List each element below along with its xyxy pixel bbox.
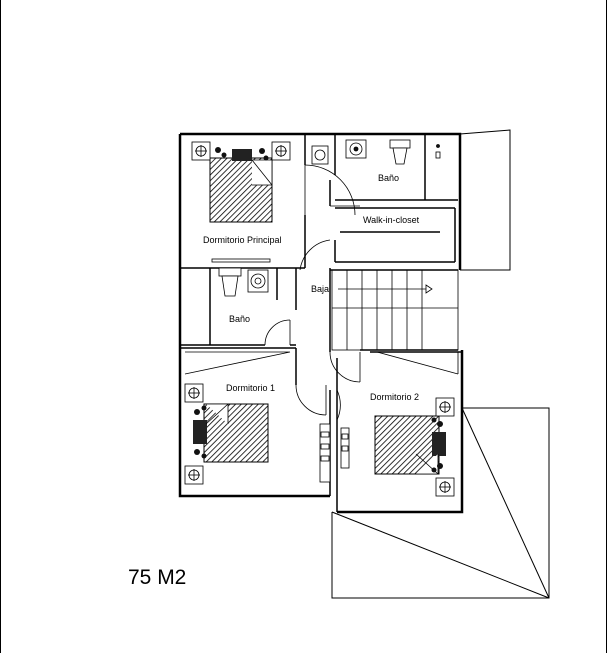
lower-terrace [331, 407, 550, 599]
master-nightstands [191, 141, 291, 161]
bedroom-2-lamps [431, 417, 443, 473]
label-bath-upper: Baño [378, 173, 399, 183]
bedroom-1-bed [193, 403, 269, 463]
bedroom-1-lamps [194, 405, 207, 459]
label-walk-in-closet: Walk-in-closet [363, 215, 420, 225]
wardrobes [184, 133, 459, 375]
upper-terrace [459, 129, 511, 271]
total-area: 75 M2 [128, 566, 186, 589]
stairs [331, 269, 459, 351]
label-master-bedroom: Dormitorio Principal [203, 235, 282, 245]
bedroom-2-nightstands [435, 397, 455, 497]
middle-bath-fixtures [218, 267, 269, 297]
label-stairs-down: Baja [311, 284, 329, 294]
bedroom-1-nightstands [184, 383, 204, 485]
label-bath-middle: Baño [229, 314, 250, 324]
label-bedroom-2: Dormitorio 2 [370, 392, 419, 402]
bedroom-1-desk [319, 423, 350, 483]
label-bedroom-1: Dormitorio 1 [226, 383, 275, 393]
master-lamps [215, 147, 269, 161]
master-window [211, 258, 271, 263]
upper-bath-fixtures [311, 139, 441, 165]
master-bed [209, 149, 273, 223]
doors [264, 164, 361, 421]
bedroom-2-bed [374, 415, 446, 475]
